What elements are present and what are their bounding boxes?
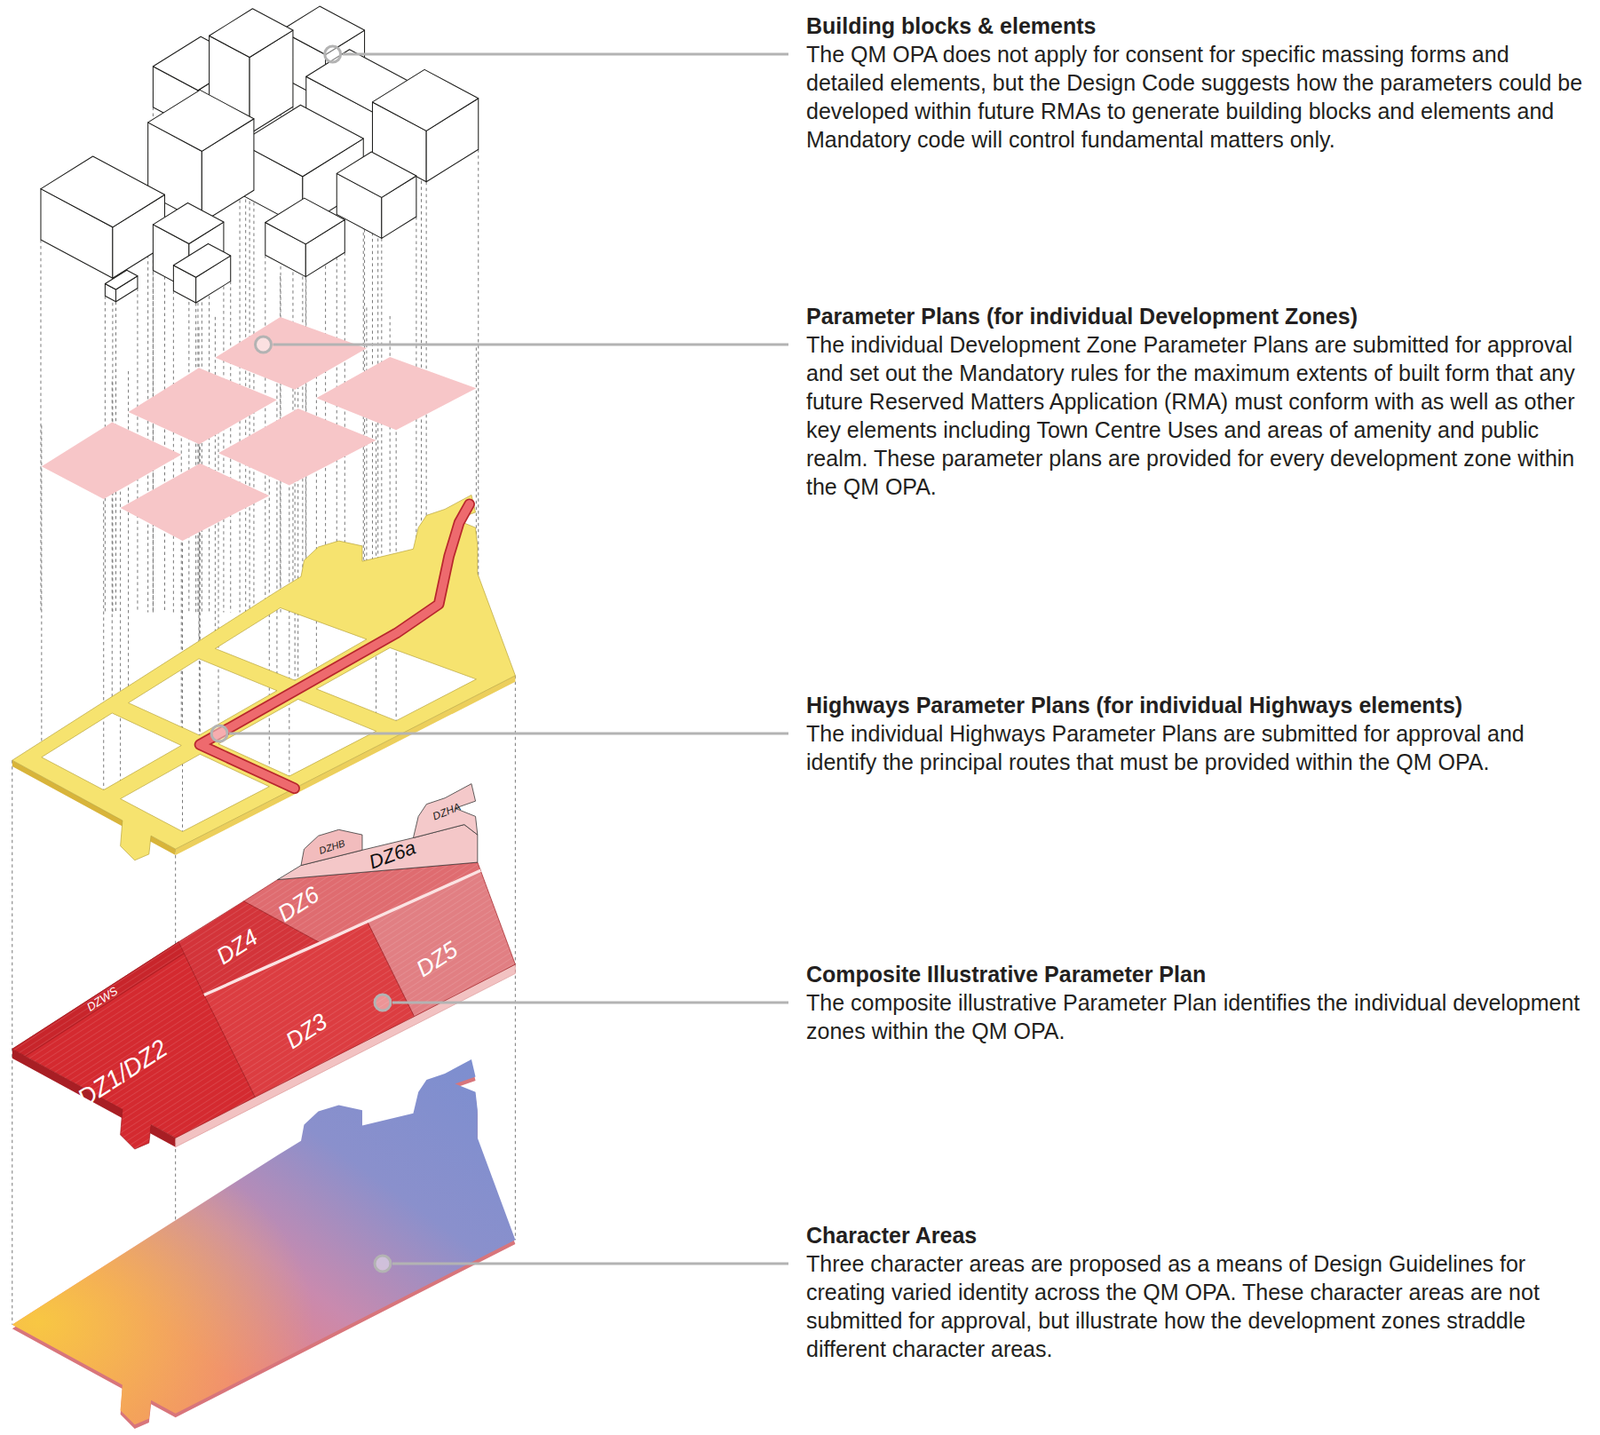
development-zones-layer: [12, 784, 516, 1149]
dashed-line: [119, 467, 121, 800]
building-roof: [209, 8, 294, 58]
building-roof: [152, 202, 224, 244]
character-area-glow: [12, 1059, 516, 1425]
leader-line: [342, 53, 789, 56]
dashed-line: [188, 289, 190, 612]
building-roof: [336, 151, 417, 198]
illustration: [12, 6, 516, 1429]
zone-hatch: [12, 942, 191, 1057]
character-area-plan: [12, 1059, 516, 1425]
highway-network: [12, 494, 516, 860]
section-heading: Building blocks & elements: [806, 11, 1592, 40]
zone-area: [412, 784, 477, 839]
dashed-line: [477, 149, 479, 612]
leader-dot: [324, 46, 341, 63]
dashed-line: [164, 245, 166, 613]
character-areas-layer: [12, 1059, 516, 1429]
section-heading: Highways Parameter Plans (for individual…: [806, 690, 1592, 720]
dashed-line: [198, 403, 200, 736]
leader-line: [229, 732, 789, 736]
zone-label: DZ4: [212, 925, 262, 969]
leader-line: [392, 1262, 789, 1266]
leader-lines: [211, 46, 789, 1272]
building-roof: [40, 156, 166, 228]
zone-label: DZ6: [273, 882, 323, 927]
dashed-line: [380, 237, 382, 612]
zone-label: DZ3: [281, 1008, 331, 1053]
dashed-line: [316, 356, 317, 690]
section-heading: Character Areas: [806, 1220, 1592, 1250]
zone-label: DZ5: [411, 937, 461, 982]
section-heading: Composite Illustrative Parameter Plan: [806, 959, 1592, 989]
zone-area: [12, 942, 191, 1057]
dashed-line: [127, 371, 129, 704]
building-roof: [173, 243, 230, 278]
dashed-line: [222, 268, 224, 613]
leader-line: [392, 1001, 789, 1005]
zone-hatch: [367, 870, 516, 1016]
section-heading: Parameter Plans (for individual Developm…: [806, 301, 1592, 331]
leader-line: [273, 343, 789, 347]
building-roof: [265, 198, 345, 245]
parcel: [120, 463, 270, 541]
leader-dot: [211, 725, 228, 742]
building-roof: [239, 104, 364, 176]
leader-dot: [255, 336, 272, 353]
dashed-line: [249, 134, 251, 613]
zone-label: DZ6a: [366, 838, 419, 873]
dashed-line: [276, 358, 278, 691]
section-body: The individual Development Zone Paramete…: [806, 330, 1592, 501]
highways-layer: [12, 494, 516, 860]
dashed-line: [102, 458, 104, 791]
dashed-line: [514, 675, 516, 1241]
callout-block: Character AreasThree character areas are…: [806, 1220, 1592, 1363]
principal-route-outline: [199, 504, 470, 789]
road-gap: [204, 870, 481, 995]
zone-area: [300, 829, 363, 865]
zone-label: DZ1/DZ2: [73, 1035, 173, 1111]
parcel: [316, 356, 476, 430]
parcel: [214, 316, 367, 390]
zone-label: DZHB: [317, 838, 347, 856]
principal-route: [199, 504, 470, 789]
dashed-line: [39, 239, 41, 612]
dashed-line: [40, 425, 42, 758]
parcel: [218, 408, 377, 486]
section-body: The individual Highways Parameter Plans …: [806, 719, 1592, 777]
building-roof: [104, 269, 138, 290]
section-body: The composite illustrative Parameter Pla…: [806, 988, 1592, 1046]
parameter-plans-layer: [41, 316, 477, 541]
dashed-line: [181, 413, 183, 746]
leader-dot: [374, 994, 391, 1011]
dashed-line: [294, 348, 296, 682]
zone-label: DZWS: [84, 984, 119, 1014]
callout-block: Highways Parameter Plans (for individual…: [806, 690, 1592, 777]
section-body: Three character areas are proposed as a …: [806, 1249, 1592, 1363]
building-roof: [372, 69, 478, 131]
leader-dot: [374, 1255, 391, 1272]
callout-block: Building blocks & elementsThe QM OPA doe…: [806, 11, 1592, 154]
callout-block: Parameter Plans (for individual Developm…: [806, 301, 1592, 501]
section-body: The QM OPA does not apply for consent fo…: [806, 39, 1592, 154]
dashed-line: [218, 411, 220, 745]
dashed-line: [195, 302, 197, 613]
zone-label: DZHA: [431, 800, 463, 822]
dashed-line: [269, 454, 270, 787]
building-roof: [148, 89, 254, 151]
dashed-line: [11, 760, 13, 1325]
callout-block: Composite Illustrative Parameter PlanThe…: [806, 959, 1592, 1046]
zone-area: [367, 870, 516, 1016]
building-blocks-layer: [40, 6, 479, 303]
zone-area: [277, 824, 478, 880]
